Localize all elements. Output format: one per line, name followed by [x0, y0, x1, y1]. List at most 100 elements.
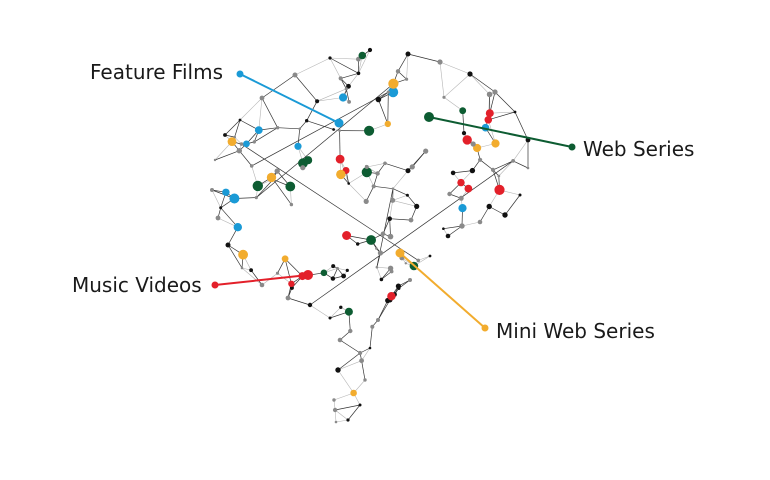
network-edge: [504, 194, 521, 216]
network-node: [458, 195, 464, 201]
network-node: [389, 269, 394, 274]
network-edge: [369, 326, 373, 349]
network-edge: [347, 404, 361, 421]
network-edge: [256, 179, 274, 198]
network-edge: [389, 218, 412, 221]
network-node: [259, 95, 265, 101]
music-videos-leader-dot: [211, 281, 219, 289]
network-node: [391, 187, 395, 190]
network-edge: [258, 97, 263, 131]
network-node: [338, 129, 341, 132]
network-node: [336, 266, 339, 270]
network-node: [377, 250, 383, 256]
network-edge: [512, 160, 529, 169]
network-edge: [348, 73, 359, 87]
network-edge: [306, 101, 318, 121]
network-node: [408, 217, 414, 223]
network-node: [281, 255, 289, 263]
network-node: [384, 120, 391, 128]
network-edge: [211, 189, 221, 208]
network-node: [364, 165, 369, 169]
network-node: [259, 282, 265, 288]
network-node: [526, 166, 530, 170]
network-edge: [294, 57, 331, 76]
network-node: [342, 231, 352, 240]
network-node: [275, 271, 280, 275]
network-node: [408, 278, 412, 282]
network-edge: [220, 207, 239, 228]
network-node: [390, 197, 396, 203]
network-node: [518, 193, 522, 197]
network-node: [395, 69, 401, 74]
network-edge: [462, 110, 465, 134]
network-node: [478, 157, 483, 162]
network-edge: [443, 97, 463, 111]
network-node: [213, 158, 217, 162]
network-edge: [447, 225, 463, 237]
network-node: [380, 231, 386, 237]
network-node: [383, 161, 387, 166]
network-node: [511, 159, 515, 163]
network-node: [350, 389, 357, 397]
network-node: [252, 180, 263, 192]
web-series-leader: [428, 116, 573, 148]
network-edge: [309, 304, 331, 319]
network-edge: [345, 88, 350, 102]
network-node: [346, 418, 350, 422]
network-node: [254, 126, 263, 134]
network-edge: [333, 392, 354, 401]
network-node: [387, 233, 394, 240]
network-node: [240, 266, 244, 270]
network-node: [462, 135, 472, 145]
network-node: [275, 126, 280, 130]
network-node: [404, 262, 407, 265]
network-node: [370, 324, 375, 329]
network-edge: [406, 53, 409, 80]
network-edge: [389, 200, 393, 219]
network-node: [442, 227, 445, 230]
network-node: [388, 78, 399, 89]
mini-web-series-leader-dot: [481, 324, 489, 332]
network-node: [229, 193, 240, 204]
network-edge: [306, 120, 334, 130]
music-videos-node: [303, 270, 313, 280]
network-edge: [453, 170, 473, 174]
network-node: [405, 193, 409, 197]
network-node: [348, 328, 353, 334]
network-node: [274, 168, 280, 174]
network-edge: [479, 206, 490, 223]
web-series-node: [424, 112, 434, 122]
network-node: [445, 233, 451, 239]
network-edge: [443, 225, 463, 230]
network-edge: [256, 83, 394, 198]
network-node: [337, 337, 343, 343]
network-node: [477, 219, 483, 225]
network-node: [219, 206, 223, 210]
network-node: [298, 127, 302, 131]
network-edge: [272, 179, 292, 205]
network-edge: [479, 159, 494, 171]
network-edge: [250, 269, 263, 286]
network-edge: [376, 267, 382, 280]
network-edge: [377, 299, 391, 321]
network-node: [300, 165, 306, 171]
network-node: [375, 247, 378, 250]
network-node: [359, 358, 364, 364]
feature-films-node: [334, 118, 344, 128]
network-edge: [337, 352, 361, 371]
feature-films-label: Feature Films: [90, 60, 223, 84]
network-edge: [329, 57, 359, 60]
network-node: [358, 350, 363, 356]
network-node: [461, 131, 467, 136]
network-edge: [389, 218, 391, 237]
network-node: [346, 83, 351, 89]
network-node: [328, 316, 332, 320]
network-node: [225, 242, 231, 248]
network-node: [252, 140, 256, 144]
music-videos-leader: [214, 274, 309, 286]
network-edge: [261, 74, 296, 99]
network-edge: [309, 160, 514, 306]
network-edge: [469, 73, 496, 93]
network-node: [344, 307, 353, 316]
network-node: [457, 178, 465, 187]
